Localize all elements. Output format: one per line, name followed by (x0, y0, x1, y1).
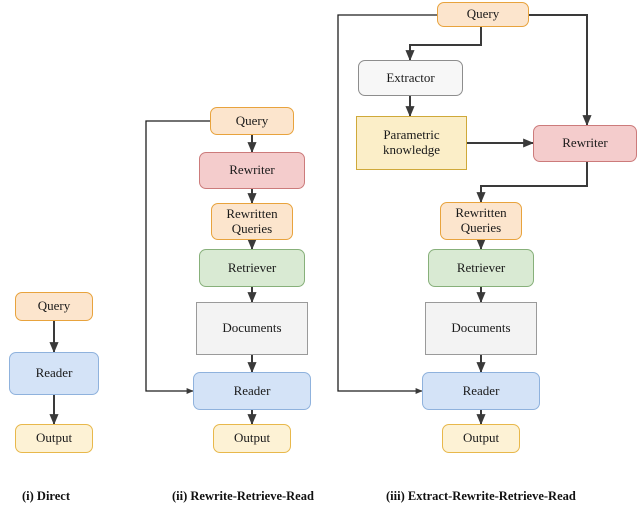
node-p2-retriever[interactable]: Retriever (199, 249, 305, 287)
caption-panel-direct: (i) Direct (22, 489, 71, 503)
node-p3-documents[interactable]: Documents (425, 302, 537, 355)
edge-p3-query-extractor (405, 27, 482, 61)
node-p3-rewritten[interactable]: Rewritten Queries (440, 202, 522, 240)
node-p3-extractor[interactable]: Extractor (358, 60, 463, 96)
node-p3-parametric[interactable]: Parametric knowledge (356, 116, 467, 170)
node-p3-rewriter[interactable]: Rewriter (533, 125, 637, 162)
node-p3-output[interactable]: Output (442, 424, 520, 453)
node-p1-reader[interactable]: Reader (9, 352, 99, 395)
node-p2-rewritten[interactable]: Rewritten Queries (211, 203, 293, 240)
node-p1-output[interactable]: Output (15, 424, 93, 453)
edge-p3-rewriter-rewritten (476, 162, 588, 203)
node-p1-query[interactable]: Query (15, 292, 93, 321)
node-p2-documents[interactable]: Documents (196, 302, 308, 355)
edge-p3-query-rewriter (529, 14, 592, 126)
node-p3-query[interactable]: Query (437, 2, 529, 27)
caption-panel-rewrite-retrieve-read: (ii) Rewrite-Retrieve-Read (172, 489, 314, 503)
node-p2-reader[interactable]: Reader (193, 372, 311, 410)
node-p2-rewriter[interactable]: Rewriter (199, 152, 305, 189)
node-p2-query[interactable]: Query (210, 107, 294, 135)
caption-panel-extract-rewrite-retrieve-read: (iii) Extract-Rewrite-Retrieve-Read (386, 489, 576, 503)
node-p2-output[interactable]: Output (213, 424, 291, 453)
node-p3-retriever[interactable]: Retriever (428, 249, 534, 287)
node-p3-reader[interactable]: Reader (422, 372, 540, 410)
